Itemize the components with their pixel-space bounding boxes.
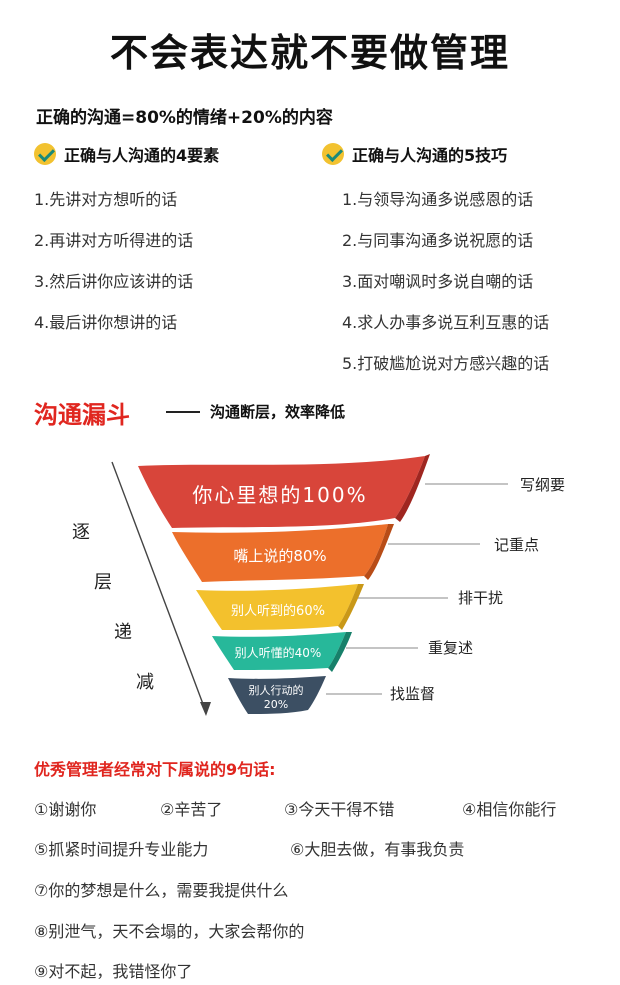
sentence-item: ⑦你的梦想是什么，需要我提供什么 <box>34 881 289 900</box>
left-heading-text: 正确与人沟通的4要素 <box>64 146 220 165</box>
funnel-subtitle: 沟通断层，效率降低 <box>210 403 346 421</box>
right-item: 1.与领导沟通多说感恩的话 <box>342 190 534 209</box>
left-item: 4.最后讲你想讲的话 <box>34 313 178 332</box>
sentence-item: ⑨对不起，我错怪你了 <box>34 962 193 981</box>
layer-4-label: 重复述 <box>428 639 473 657</box>
sentence-item: ⑧别泄气，天不会塌的，大家会帮你的 <box>34 922 305 941</box>
layer-5-text2: 20% <box>264 698 288 711</box>
sentence-item: ③今天干得不错 <box>284 800 395 819</box>
funnel-layer-2 <box>172 524 388 582</box>
funnel-layer-5 <box>228 676 326 714</box>
layer-3-label: 排干扰 <box>458 589 503 607</box>
right-heading-text: 正确与人沟通的5技巧 <box>352 146 508 165</box>
check-icon <box>322 143 344 165</box>
right-column-heading: 正确与人沟通的5技巧 <box>322 142 507 166</box>
funnel-layer-1 <box>138 456 425 528</box>
page-title: 不会表达就不要做管理 <box>109 31 510 75</box>
layer-4-text: 别人听懂的40% <box>235 645 322 660</box>
sentence-item: ①谢谢你 <box>34 800 97 819</box>
funnel-layer-4-edge <box>328 632 352 672</box>
right-item: 4.求人办事多说互利互惠的话 <box>342 313 550 332</box>
left-item: 3.然后讲你应该讲的话 <box>34 272 194 291</box>
funnel-diagram: 你心里想的100% 嘴上说的80% 别人听到的60% 别人听懂的40% 别人行动… <box>72 454 565 716</box>
divider <box>166 411 200 413</box>
layer-3-text: 别人听到的60% <box>231 603 325 619</box>
left-column-heading: 正确与人沟通的4要素 <box>34 142 219 166</box>
sentence-item: ⑤抓紧时间提升专业能力 <box>34 840 209 859</box>
nine-sentences-title: 优秀管理者经常对下属说的9句话: <box>34 760 276 779</box>
funnel-layer-3 <box>196 584 358 630</box>
sentence-item: ④相信你能行 <box>462 800 557 819</box>
layer-2-label: 记重点 <box>494 536 539 554</box>
left-item: 2.再讲对方听得进的话 <box>34 231 194 250</box>
layer-1-label: 写纲要 <box>520 476 565 494</box>
funnel-layer-1-edge <box>395 454 430 522</box>
left-item: 1.先讲对方想听的话 <box>34 190 178 209</box>
funnel-layer-3-edge <box>338 584 364 630</box>
vertical-char: 层 <box>94 572 112 593</box>
formula-text: 正确的沟通=80%的情绪+20%的内容 <box>36 108 333 128</box>
right-item: 3.面对嘲讽时多说自嘲的话 <box>342 272 534 291</box>
decrease-arrow-line <box>111 461 207 713</box>
funnel-layer-2-edge <box>364 524 394 580</box>
funnel-title: 沟通漏斗 <box>34 401 130 429</box>
layer-5-text: 别人行动的 <box>249 683 304 697</box>
layer-1-text: 你心里想的100% <box>192 483 367 507</box>
arrow-head-icon <box>200 702 211 716</box>
vertical-char: 递 <box>114 622 132 643</box>
right-item: 5.打破尴尬说对方感兴趣的话 <box>342 354 550 373</box>
vertical-char: 减 <box>136 672 154 693</box>
right-item: 2.与同事沟通多说祝愿的话 <box>342 231 534 250</box>
sentence-item: ②辛苦了 <box>160 800 223 819</box>
layer-5-label: 找监督 <box>390 685 435 703</box>
check-icon <box>34 143 56 165</box>
funnel-layer-4 <box>212 632 346 670</box>
vertical-char: 逐 <box>72 522 90 543</box>
sentence-item: ⑥大胆去做，有事我负责 <box>290 840 465 859</box>
layer-2-text: 嘴上说的80% <box>233 547 326 565</box>
